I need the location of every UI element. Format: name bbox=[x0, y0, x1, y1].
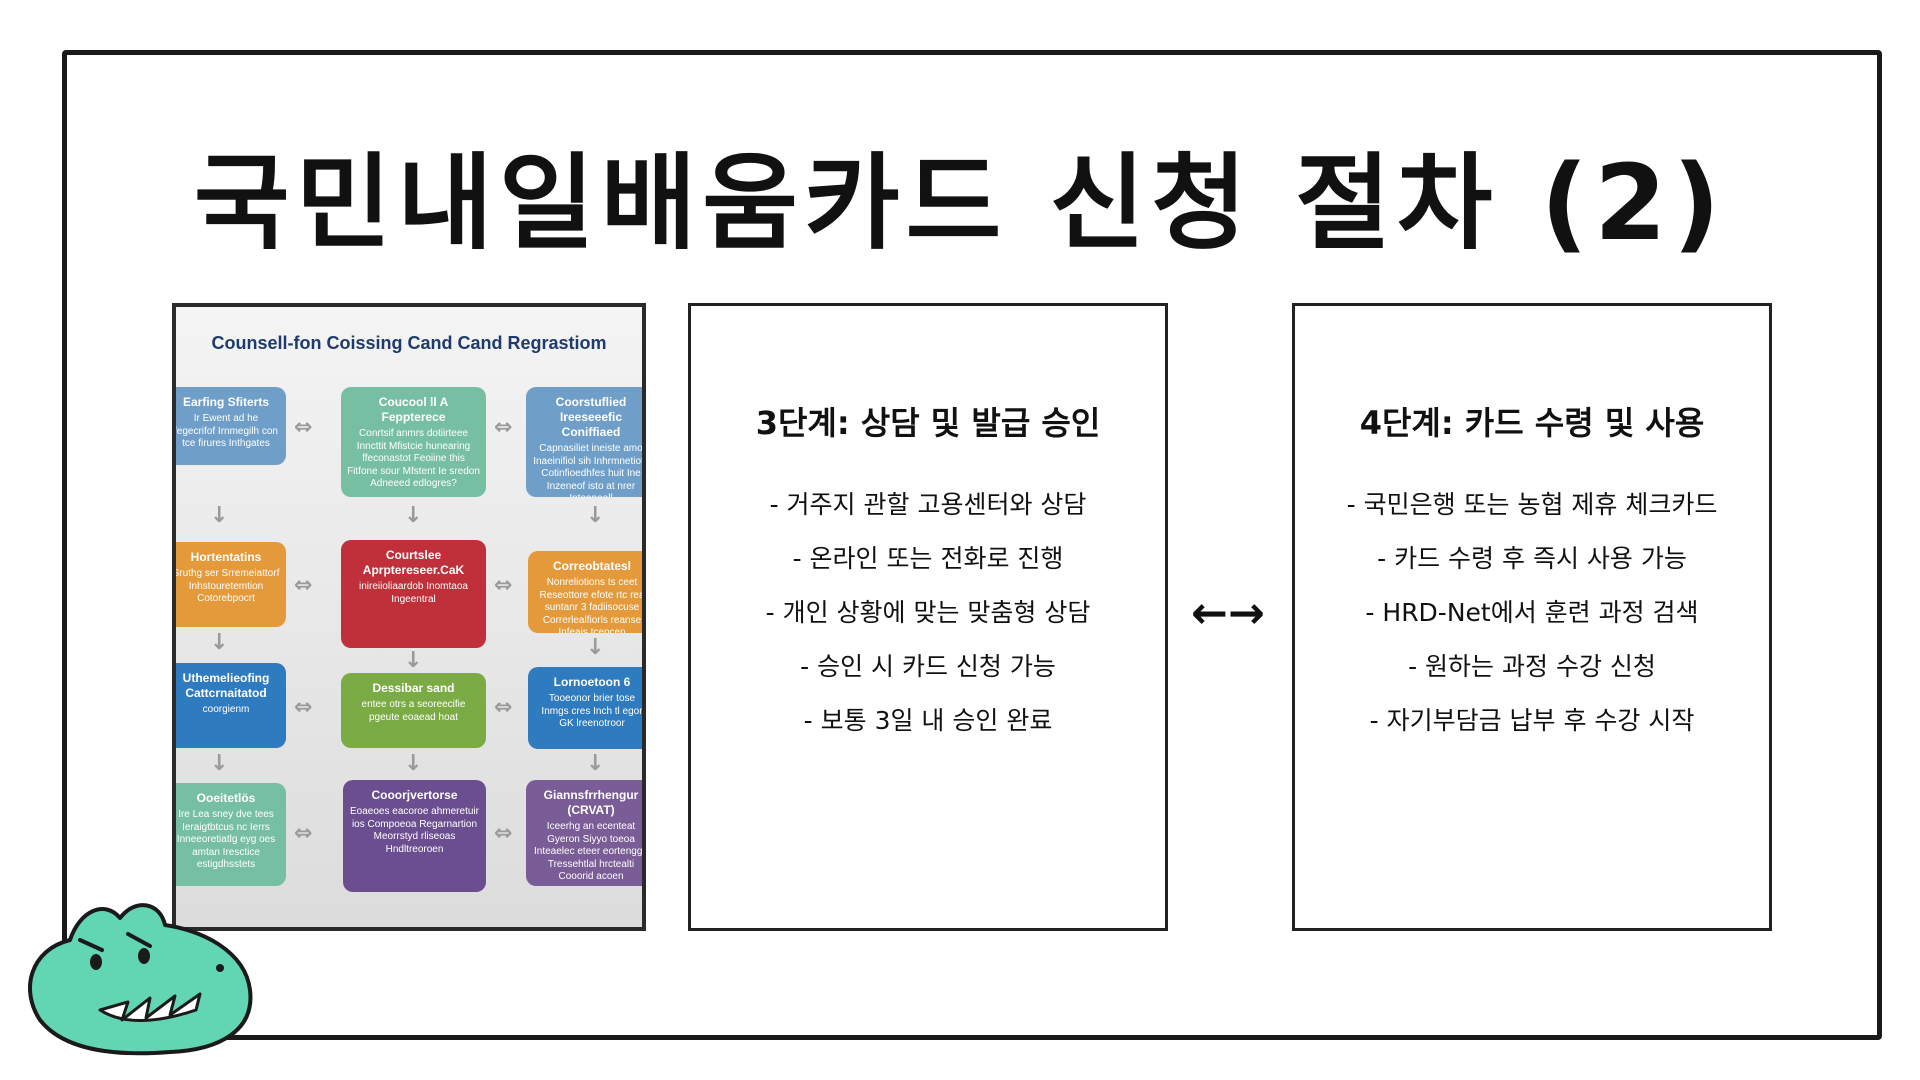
bidirectional-arrow-icon: ←→ bbox=[1188, 588, 1268, 639]
down-arrow-icon: ↓ bbox=[404, 753, 422, 775]
list-item: - 승인 시 카드 신청 가능 bbox=[691, 640, 1165, 694]
list-item: - 국민은행 또는 농협 제휴 체크카드 bbox=[1295, 478, 1769, 532]
poster-box: Coucool ll A Feppterece Conrtsif anmrs d… bbox=[341, 387, 486, 497]
horizontal-double-arrow-icon: ⇔ bbox=[294, 697, 312, 719]
slide-title: 국민내일배움카드 신청 절차 (2) bbox=[0, 118, 1920, 269]
poster-heading: Counsell-fon Coissing Cand Cand Regrasti… bbox=[176, 333, 642, 354]
poster-box-text: Conrtsif anmrs dotiirteee Inncttit Mfist… bbox=[347, 428, 480, 489]
poster-box-title: Uthemelieofing Cattcrnaitatod bbox=[172, 671, 280, 701]
poster-box-title: Dessibar sand bbox=[347, 681, 480, 696]
poster-box-title: Earfing Sfiterts bbox=[172, 395, 280, 410]
list-item: - 원하는 과정 수강 신청 bbox=[1295, 640, 1769, 694]
poster-box: Giannsfrrhengur (CRVAT) Iceerhg an ecent… bbox=[526, 780, 646, 886]
poster-box-text: entee otrs a seoreecifie pgeute eoaead h… bbox=[362, 699, 466, 723]
poster-box: Uthemelieofing Cattcrnaitatod coorgienm bbox=[172, 663, 286, 748]
horizontal-double-arrow-icon: ⇔ bbox=[494, 823, 512, 845]
horizontal-double-arrow-icon: ⇔ bbox=[494, 575, 512, 597]
horizontal-double-arrow-icon: ⇔ bbox=[294, 417, 312, 439]
down-arrow-icon: ↓ bbox=[210, 753, 228, 775]
crocodile-body bbox=[30, 905, 250, 1053]
poster-box-title: Lornoetoon 6 bbox=[534, 675, 646, 690]
flowchart-poster-image: Counsell-fon Coissing Cand Cand Regrasti… bbox=[172, 303, 646, 931]
crocodile-eye bbox=[138, 948, 150, 964]
down-arrow-icon: ↓ bbox=[404, 505, 422, 527]
poster-box-title: Giannsfrrhengur (CRVAT) bbox=[532, 788, 646, 818]
poster-box-title: Ooeitetlös bbox=[172, 791, 280, 806]
poster-box: Dessibar sand entee otrs a seoreecifie p… bbox=[341, 673, 486, 748]
poster-box-text: Ire Lea sney dve tees Ieraigtbtcus nc Ie… bbox=[177, 809, 275, 870]
crocodile-nostril bbox=[216, 964, 224, 972]
down-arrow-icon: ↓ bbox=[210, 505, 228, 527]
poster-box-title: Courtslee Aprptereseer.CaK bbox=[347, 548, 480, 578]
horizontal-double-arrow-icon: ⇔ bbox=[294, 575, 312, 597]
horizontal-double-arrow-icon: ⇔ bbox=[294, 823, 312, 845]
poster-box-text: Ir Ewent ad he fegecrifof Irnmegilh con … bbox=[174, 413, 278, 449]
step3-list: - 거주지 관할 고용센터와 상담 - 온라인 또는 전화로 진행 - 개인 상… bbox=[691, 478, 1165, 748]
down-arrow-icon: ↓ bbox=[210, 632, 228, 654]
step4-card: 4단계: 카드 수령 및 사용 - 국민은행 또는 농협 제휴 체크카드 - 카… bbox=[1292, 303, 1772, 931]
poster-box: Courtslee Aprptereseer.CaK inireiioliaar… bbox=[341, 540, 486, 648]
poster-box-text: Eoaeoes eacoroe ahmeretuir ios Compoeoa … bbox=[350, 806, 479, 855]
down-arrow-icon: ↓ bbox=[586, 505, 604, 527]
poster-box-text: inireiioliaardob Inomtaoa Ingeentral bbox=[359, 581, 468, 605]
down-arrow-icon: ↓ bbox=[586, 753, 604, 775]
crocodile-eye bbox=[90, 954, 102, 970]
poster-box: Cooorjvertorse Eoaeoes eacoroe ahmeretui… bbox=[343, 780, 486, 892]
poster-box-title: Correobtatesl bbox=[534, 559, 646, 574]
poster-box-text: Sruthg ser Srremeiattorf Inhstouretemtio… bbox=[173, 568, 280, 604]
poster-box-title: Coucool ll A Feppterece bbox=[347, 395, 480, 425]
poster-box: Coorstuflied Ireeseeefic Coniffiaed Capn… bbox=[526, 387, 646, 497]
list-item: - 거주지 관할 고용센터와 상담 bbox=[691, 478, 1165, 532]
poster-box-title: Hortentatins bbox=[172, 550, 280, 565]
step3-card: 3단계: 상담 및 발급 승인 - 거주지 관할 고용센터와 상담 - 온라인 … bbox=[688, 303, 1168, 931]
step3-title: 3단계: 상담 및 발급 승인 bbox=[691, 398, 1165, 444]
step4-title: 4단계: 카드 수령 및 사용 bbox=[1295, 398, 1769, 444]
list-item: - 보통 3일 내 승인 완료 bbox=[691, 694, 1165, 748]
step4-list: - 국민은행 또는 농협 제휴 체크카드 - 카드 수령 후 즉시 사용 가능 … bbox=[1295, 478, 1769, 748]
poster-box-text: Capnasiliet ineiste amo Inaeinifiol sih … bbox=[533, 443, 646, 497]
list-item: - 자기부담금 납부 후 수강 시작 bbox=[1295, 694, 1769, 748]
list-item: - 온라인 또는 전화로 진행 bbox=[691, 532, 1165, 586]
poster-box-text: Tooeonor brier tose Inmgs cres Inch tl e… bbox=[541, 693, 642, 729]
poster-box: Earfing Sfiterts Ir Ewent ad he fegecrif… bbox=[172, 387, 286, 465]
crocodile-mascot-icon bbox=[10, 870, 260, 1060]
list-item: - 개인 상황에 맞는 맞춤형 상담 bbox=[691, 586, 1165, 640]
list-item: - 카드 수령 후 즉시 사용 가능 bbox=[1295, 532, 1769, 586]
down-arrow-icon: ↓ bbox=[586, 637, 604, 659]
poster-box-text: coorgienm bbox=[203, 704, 250, 715]
poster-box-title: Coorstuflied Ireeseeefic Coniffiaed bbox=[532, 395, 646, 440]
horizontal-double-arrow-icon: ⇔ bbox=[494, 697, 512, 719]
poster-box-title: Cooorjvertorse bbox=[349, 788, 480, 803]
down-arrow-icon: ↓ bbox=[404, 650, 422, 672]
horizontal-double-arrow-icon: ⇔ bbox=[494, 417, 512, 439]
poster-box: Hortentatins Sruthg ser Srremeiattorf In… bbox=[172, 542, 286, 627]
poster-box-text: Iceerhg an ecenteat Gyeron Siyyo toeoa I… bbox=[534, 821, 646, 882]
poster-box-text: Nonreliotions ts ceet Reseottore efote r… bbox=[539, 577, 644, 633]
list-item: - HRD-Net에서 훈련 과정 검색 bbox=[1295, 586, 1769, 640]
poster-box: Lornoetoon 6 Tooeonor brier tose Inmgs c… bbox=[528, 667, 646, 749]
poster-box: Correobtatesl Nonreliotions ts ceet Rese… bbox=[528, 551, 646, 633]
